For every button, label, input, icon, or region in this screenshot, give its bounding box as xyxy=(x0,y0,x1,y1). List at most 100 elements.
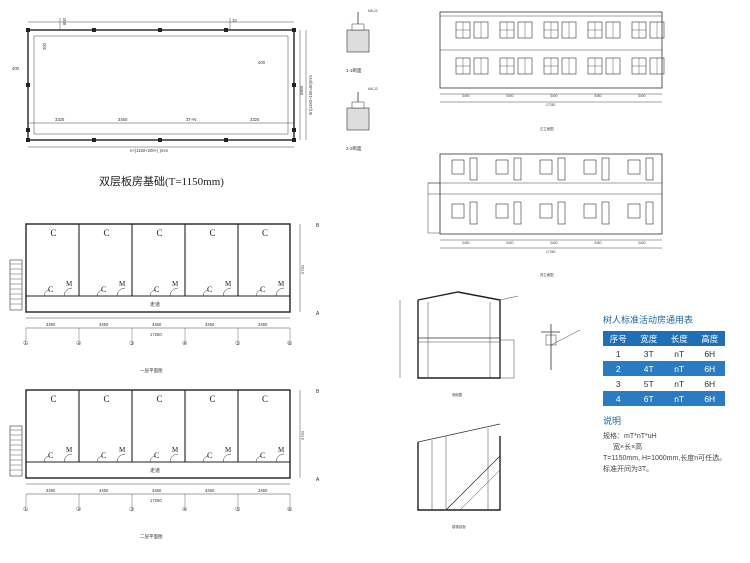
section-1-1: M6-22 1-1断面 xyxy=(346,9,378,74)
room-label: C xyxy=(48,285,53,294)
dim-top-left: 800 xyxy=(62,17,67,25)
plan-outline xyxy=(25,223,291,313)
side-axis: B xyxy=(316,389,320,395)
total-dim: 17250 xyxy=(150,332,162,337)
fe-total: 17250 xyxy=(546,103,556,107)
window xyxy=(495,159,509,175)
fe-dim-1: 3450 xyxy=(462,94,470,98)
table-row: 3 5T nT 6H xyxy=(603,376,725,391)
stair-section-caption: 楼梯剖面 xyxy=(452,524,466,529)
room-label: C xyxy=(210,228,216,238)
span-dim: 3450 xyxy=(152,322,162,327)
door-label: M xyxy=(225,280,232,288)
notes-title: 说明 xyxy=(603,416,622,426)
dim-right-side: 5800 xyxy=(299,85,304,95)
door-label: M xyxy=(119,446,126,454)
door-label: M xyxy=(172,280,179,288)
dim-span-3: 3T+N xyxy=(186,117,196,122)
axis-bubble: ⑥ xyxy=(287,340,292,347)
span-dim: 3450 xyxy=(46,322,56,327)
door-swing xyxy=(222,287,232,297)
dim-span-2: 3450 xyxy=(118,117,128,122)
window xyxy=(451,203,465,219)
room-label: C xyxy=(207,451,212,460)
front-windows xyxy=(455,21,665,75)
axis-bubble: ③ xyxy=(129,506,134,513)
side-axis: B xyxy=(316,223,320,229)
window xyxy=(539,159,553,175)
door-swing xyxy=(202,289,210,297)
section-2-2: M6-22 2-2断面 xyxy=(346,87,378,152)
table-cell: 6T xyxy=(633,391,664,406)
re-caption: 背立面图 xyxy=(540,272,554,277)
door-swing xyxy=(202,455,210,463)
span-dim: 3450 xyxy=(46,488,56,493)
door xyxy=(601,201,610,225)
room-label: C xyxy=(157,228,163,238)
table-cell: 3T xyxy=(633,346,664,361)
re-dim-3: 3400 xyxy=(550,241,558,245)
table-cell: 6H xyxy=(694,361,725,376)
joint-detail xyxy=(541,324,581,370)
door-swing xyxy=(255,455,263,463)
fe-dim-4: 3450 xyxy=(594,94,602,98)
axis-bubble: ① xyxy=(23,340,28,347)
fe-caption: 正立面图 xyxy=(540,126,554,131)
door-swing xyxy=(63,287,73,297)
door-swing xyxy=(116,287,126,297)
col-header-length: 长度 xyxy=(664,331,695,346)
room-label: C xyxy=(157,394,163,404)
table-cell: nT xyxy=(664,376,695,391)
span-dim: 3450 xyxy=(152,488,162,493)
section-1-note: M6-22 xyxy=(368,9,378,13)
col-header-index: 序号 xyxy=(603,331,634,346)
note-line-1: 规格：mT*nT*uH xyxy=(603,433,657,440)
door xyxy=(601,157,610,181)
dim-bottom-formula: n×(1150+200+( )mm xyxy=(130,148,168,153)
plan-caption: 一层平面图 xyxy=(140,368,163,374)
corridor-label: 走道 xyxy=(150,301,160,308)
axis-bubble: ③ xyxy=(129,340,134,347)
table-cell: 4 xyxy=(603,391,634,406)
room-label: C xyxy=(104,228,110,238)
room-label: C xyxy=(262,228,268,238)
window xyxy=(583,159,597,175)
section-1-label: 1-1断面 xyxy=(346,67,362,74)
fe-dim-2: 3400 xyxy=(506,94,514,98)
door-swing xyxy=(96,455,104,463)
side-axis: A xyxy=(316,477,320,483)
window xyxy=(627,203,641,219)
window xyxy=(495,203,509,219)
stair xyxy=(9,259,23,311)
re-dim-1: 3450 xyxy=(462,241,470,245)
door-label: M xyxy=(119,280,126,288)
side-axis: A xyxy=(316,311,320,317)
door xyxy=(513,157,522,181)
door-label: M xyxy=(278,446,285,454)
plan-caption: 二层平面图 xyxy=(140,534,163,540)
door xyxy=(469,201,478,225)
door-swing xyxy=(275,287,285,297)
table-cell: 2 xyxy=(603,361,634,376)
room-label: C xyxy=(51,394,57,404)
spec-table-header: 序号 宽度 长度 高度 xyxy=(603,331,725,346)
room-label: C xyxy=(51,228,57,238)
dim-span-4: 3325 xyxy=(250,117,260,122)
corridor-label: 走道 xyxy=(150,467,160,474)
foundation-title: 双层板房基础(T=1150mm) xyxy=(99,174,224,188)
door-swing xyxy=(96,289,104,297)
spec-table-title: 树人标准活动房通用表 xyxy=(603,315,694,325)
axis-bubble: ④ xyxy=(182,506,187,513)
table-cell: 6H xyxy=(694,346,725,361)
table-cell: 6H xyxy=(694,391,725,406)
depth-dim: 5750 xyxy=(300,264,305,274)
front-elevation: 3450 3400 3400 3450 3400 17250 正立面图 xyxy=(439,11,665,131)
room-label: C xyxy=(210,394,216,404)
spec-table: 序号 宽度 长度 高度 1 3T nT 6H 2 4T nT 6H 3 5T xyxy=(603,331,725,406)
room-label: C xyxy=(207,285,212,294)
span-dim: 3450 xyxy=(205,488,215,493)
axis-bubble: ⑤ xyxy=(235,506,240,513)
door-swing xyxy=(149,455,157,463)
